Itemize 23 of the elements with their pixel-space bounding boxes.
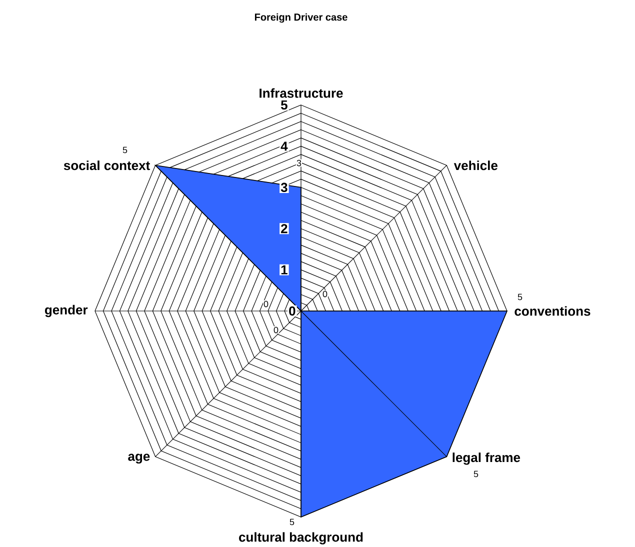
tick-label: 2 [280, 223, 289, 234]
tick-label: 1 [280, 264, 289, 276]
tick-label: 4 [280, 140, 289, 152]
value-label: 0 [273, 326, 279, 334]
tick-label: 5 [280, 99, 289, 111]
value-label: 0 [263, 300, 269, 308]
axis-label: vehicle [454, 160, 498, 170]
value-label: 5 [289, 518, 295, 526]
value-label: 0 [322, 290, 328, 298]
value-label: 3 [296, 159, 302, 167]
axis-label: age [128, 454, 150, 464]
axis-label: legal frame [452, 452, 520, 465]
value-label: 5 [473, 470, 479, 478]
tick-label: 3 [280, 182, 289, 194]
axis-label: Infrastructure [260, 88, 343, 98]
axis-label: gender [45, 304, 88, 318]
axis-label: social context [64, 160, 150, 170]
axis-label: conventions [514, 306, 590, 316]
axis-label: cultural background [239, 532, 363, 544]
tick-label: 0 [288, 305, 297, 317]
value-label: 5 [122, 146, 128, 154]
value-label: 5 [517, 293, 523, 301]
chart-title: Foreign Driver case [255, 13, 348, 23]
